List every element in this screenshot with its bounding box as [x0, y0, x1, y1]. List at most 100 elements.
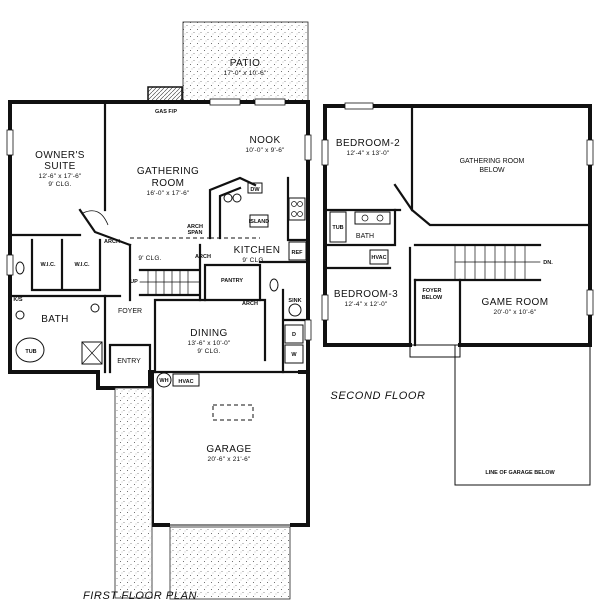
- first-floor-title: FIRST FLOOR PLAN: [83, 590, 197, 602]
- patio-slab: [182, 21, 309, 103]
- dining-wall: [153, 298, 267, 374]
- bath-label-2: BATH: [356, 233, 374, 240]
- arch-label-left: ARCH: [104, 239, 120, 245]
- wh-label: WH: [159, 378, 168, 384]
- washer-label: W: [291, 352, 297, 358]
- bedroom2-label: BEDROOM-2: [336, 138, 400, 149]
- arch-label-top: ARCH: [187, 224, 203, 230]
- tub-owners: [15, 337, 45, 363]
- game-room-label: GAME ROOM: [482, 297, 549, 308]
- entry-wall: [108, 343, 152, 374]
- refrigerator: [288, 241, 307, 261]
- owners-suite-door: [78, 208, 132, 247]
- bedroom3-dims: 12'-4" x 12'-0": [345, 301, 388, 308]
- arch-label-dining: ARCH: [242, 301, 258, 307]
- wic-label-1: W.I.C.: [41, 262, 56, 268]
- hvac-unit: [172, 373, 200, 387]
- gathering-room-label-1: GATHERING: [137, 166, 199, 177]
- up-label: UP: [130, 279, 138, 285]
- stair2-treads: [454, 244, 541, 281]
- bedroom3-wall: [323, 246, 412, 347]
- gathering-room-dims: 16'-0" x 17'-6": [147, 190, 190, 197]
- dryer: [284, 324, 304, 344]
- dining-clg: 9' CLG.: [197, 348, 220, 355]
- bath2-wall: [323, 208, 397, 247]
- first-floor-labels: PATIO 17'-0" x 10'-6" GAS F/P OWNER'S SU…: [13, 58, 303, 602]
- bedroom2-dims: 12'-4" x 13'-0": [347, 150, 390, 157]
- wh-tank: [156, 372, 172, 388]
- second-floor-title: SECOND FLOOR: [330, 390, 425, 402]
- arch-label-mid: ARCH: [195, 254, 211, 260]
- island-label: ISLAND: [249, 219, 270, 225]
- bath-wall: [103, 294, 122, 374]
- stair-treads: [139, 269, 201, 296]
- hvac-closet: [369, 249, 389, 265]
- first-floor-windows: [6, 98, 312, 341]
- kitchen-island: [249, 214, 269, 228]
- second-floor-plan: [321, 102, 594, 486]
- nook-label: NOOK: [249, 135, 280, 146]
- owners-suite-wall: [8, 100, 107, 298]
- garage-below-label: LINE OF GARAGE BELOW: [485, 470, 555, 476]
- bedroom3-label: BEDROOM-3: [334, 289, 398, 300]
- pantry-wall: [203, 263, 262, 302]
- kitchen-clg: 9' CLG.: [242, 257, 265, 264]
- hvac-label-2: HVAC: [371, 255, 386, 261]
- ks-label: K/S: [13, 297, 23, 303]
- kitchen-label: KITCHEN: [234, 245, 281, 256]
- owners-suite-label-1: OWNER'S: [35, 150, 85, 161]
- stair-wall: [128, 243, 202, 302]
- garage-dims: 20'-6" x 21'-6": [208, 456, 251, 463]
- stair2-wall: [413, 243, 542, 282]
- gas-fp-label: GAS F/P: [155, 109, 177, 115]
- owners-suite-label-2: SUITE: [44, 161, 75, 172]
- attic-access: [212, 404, 254, 421]
- second-floor-windows: [321, 102, 594, 321]
- sink-label: SINK: [288, 298, 301, 304]
- patio-label: PATIO: [230, 58, 261, 69]
- kitchen-counter: [208, 176, 257, 240]
- dishwasher: [247, 182, 263, 194]
- first-floor-plan: [6, 21, 312, 600]
- patio-dims: 17'-0" x 10'-6": [224, 70, 267, 77]
- pantry-label: PANTRY: [221, 278, 243, 284]
- dining-label: DINING: [190, 328, 227, 339]
- entry-label: ENTRY: [117, 358, 141, 365]
- dryer-label: D: [292, 332, 296, 338]
- front-walk: [114, 387, 153, 599]
- owners-suite-dims: 12'-6" x 17'-6": [39, 173, 82, 180]
- kitchen-wall: [258, 176, 310, 264]
- second-floor-labels: BEDROOM-2 12'-4" x 13'-0" GATHERING ROOM…: [330, 138, 555, 476]
- gathering-below-label-2: BELOW: [479, 167, 505, 174]
- vanity2: [354, 211, 391, 225]
- half-bath-toilet: [269, 278, 279, 292]
- arch-label-top-2: SPAN: [188, 230, 203, 236]
- dining-dims: 13'-6" x 10'-0": [188, 340, 231, 347]
- owners-suite-clg: 9' CLG.: [48, 181, 71, 188]
- hall-clg: 9' CLG.: [138, 255, 161, 262]
- hvac-label-1: HVAC: [178, 379, 193, 385]
- tub-label-2: TUB: [332, 225, 343, 231]
- foyer-below-void: [413, 278, 462, 347]
- laundry-sink: [288, 303, 302, 317]
- laundry-wall: [281, 288, 310, 374]
- porch-roof: [409, 344, 461, 358]
- gathering-below-label-1: GATHERING ROOM: [460, 158, 525, 165]
- game-room-dims: 20'-0" x 10'-6": [494, 309, 537, 316]
- bedroom2-wall: [323, 183, 414, 212]
- washer: [284, 344, 304, 364]
- dw-label: DW: [250, 187, 260, 193]
- tub2: [329, 211, 347, 243]
- dn-label: DN.: [543, 260, 553, 266]
- foyer-below-label-2: BELOW: [422, 295, 443, 301]
- foyer-below-label-1: FOYER: [423, 288, 442, 294]
- garage-label: GARAGE: [206, 444, 251, 455]
- gathering-below-void: [410, 104, 592, 227]
- bath-label-1: BATH: [41, 314, 69, 325]
- shower-owners: [81, 341, 103, 365]
- range: [288, 197, 306, 221]
- foyer-label: FOYER: [118, 308, 142, 315]
- gathering-room-label-2: ROOM: [152, 178, 185, 189]
- garage-below-line: [454, 344, 591, 486]
